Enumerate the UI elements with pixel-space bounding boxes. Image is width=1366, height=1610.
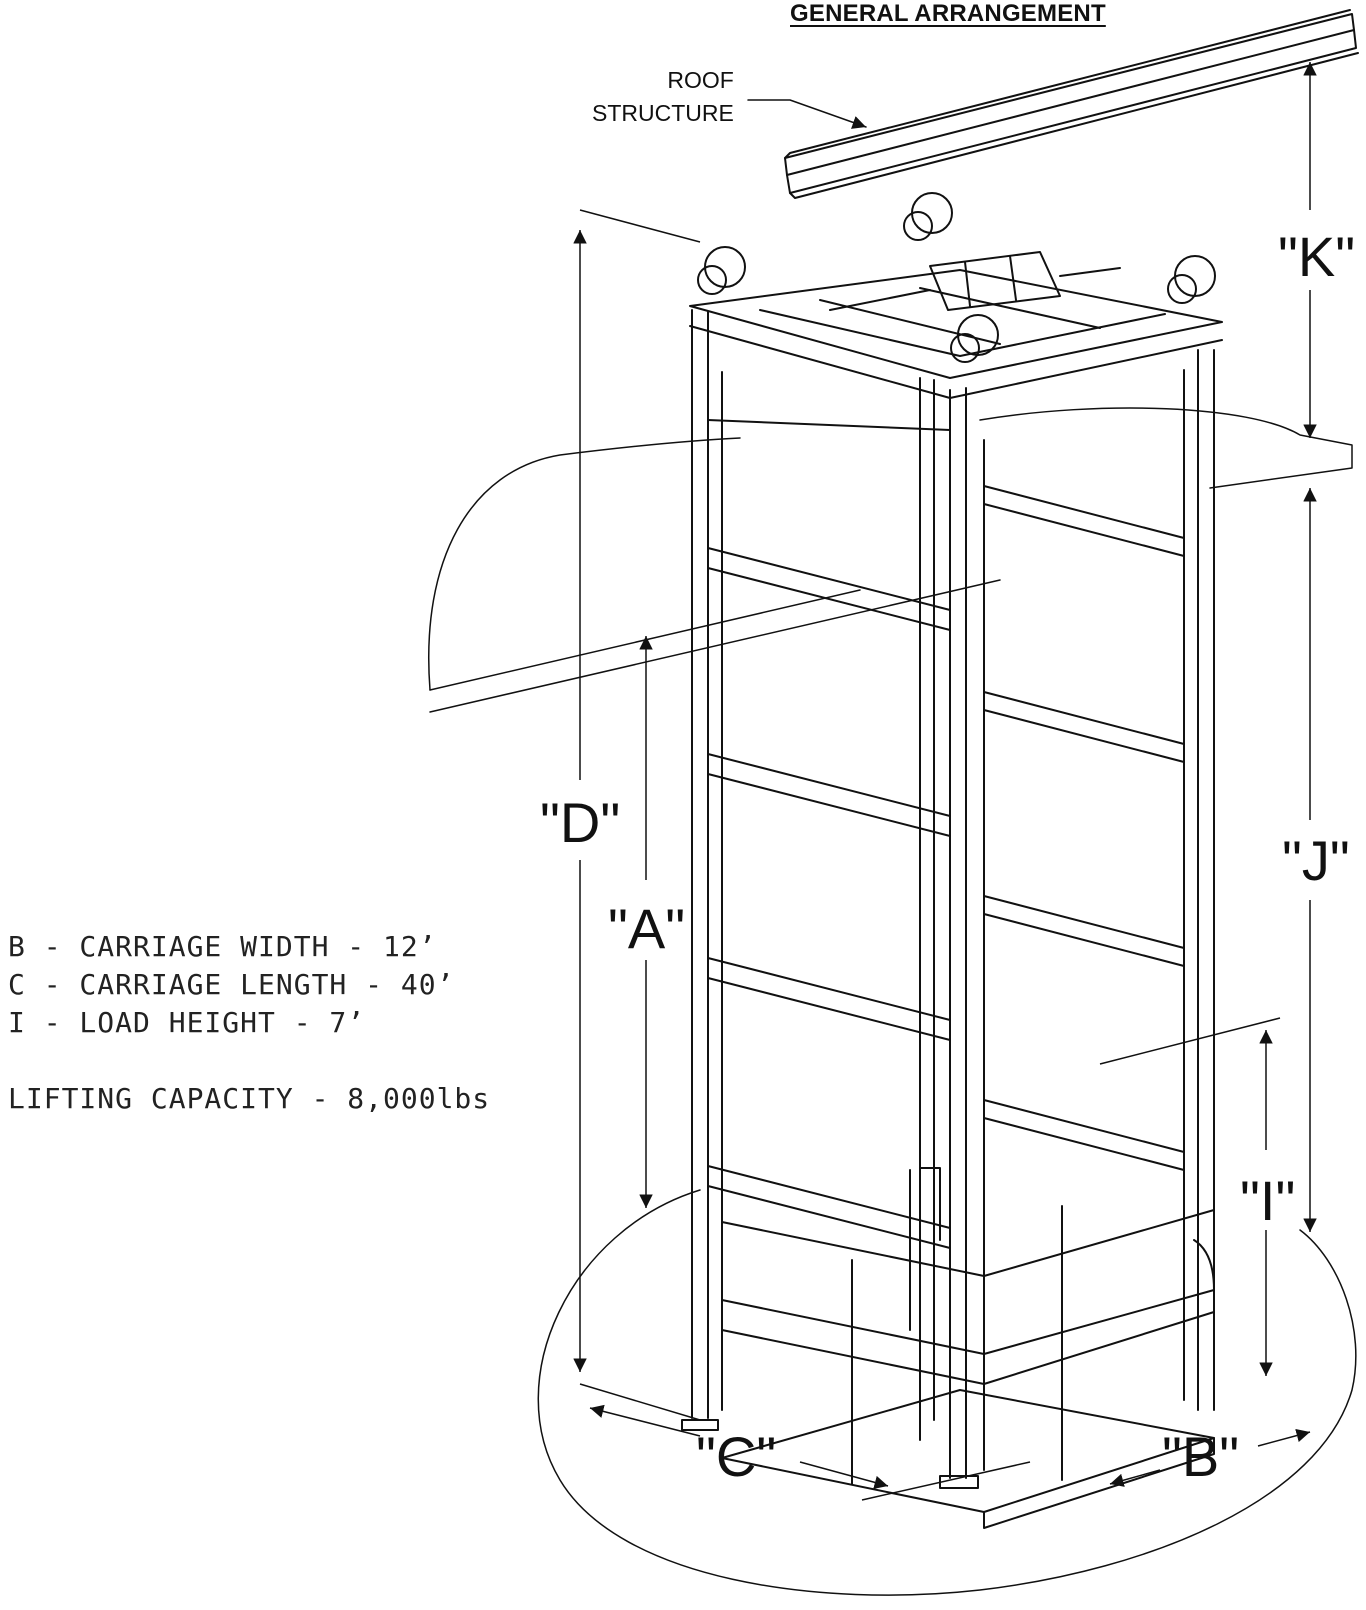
dim-label-C: "C" (696, 1425, 776, 1488)
roof-beam (784, 9, 1359, 199)
roof-structure-callout: ROOF STRUCTURE (592, 64, 734, 130)
spec-lifting-capacity: LIFTING CAPACITY - 8,000lbs (8, 1082, 491, 1115)
carriage (721, 1167, 1215, 1529)
frame-posts (691, 309, 1215, 1479)
dim-label-A: "A" (608, 897, 685, 960)
drawing-title: GENERAL ARRANGEMENT (790, 0, 1106, 27)
floor-slab-edge-2 (429, 579, 1001, 713)
left-face-bars (707, 419, 951, 1249)
ground-outline (537, 1189, 1357, 1596)
dim-label-I: "I" (1240, 1169, 1295, 1232)
callout-line-1: ROOF (667, 67, 734, 93)
upper-floor-outline (428, 437, 741, 691)
drive-motor (829, 251, 1121, 311)
sheaves (697, 192, 1216, 363)
dim-B-line (1109, 1469, 1161, 1487)
dim-label-B: "B" (1162, 1425, 1239, 1488)
callout-line-2: STRUCTURE (592, 100, 734, 126)
callout-leader (747, 99, 867, 129)
dim-label-K: "K" (1278, 225, 1355, 288)
top-deck (689, 269, 1223, 399)
spec-carriage-width: B - CARRIAGE WIDTH - 12’ (8, 930, 437, 963)
dim-C-line (589, 1404, 701, 1437)
right-face-bars (983, 485, 1185, 1171)
dimension-lines (573, 62, 1317, 1501)
spec-carriage-length: C - CARRIAGE LENGTH - 40’ (8, 968, 455, 1001)
spec-load-height: I - LOAD HEIGHT - 7’ (8, 1006, 366, 1039)
floor-slab-edge (429, 589, 861, 691)
dim-label-D: "D" (540, 791, 620, 854)
dim-label-J: "J" (1282, 829, 1350, 892)
upper-floor-outline-right (979, 407, 1353, 489)
